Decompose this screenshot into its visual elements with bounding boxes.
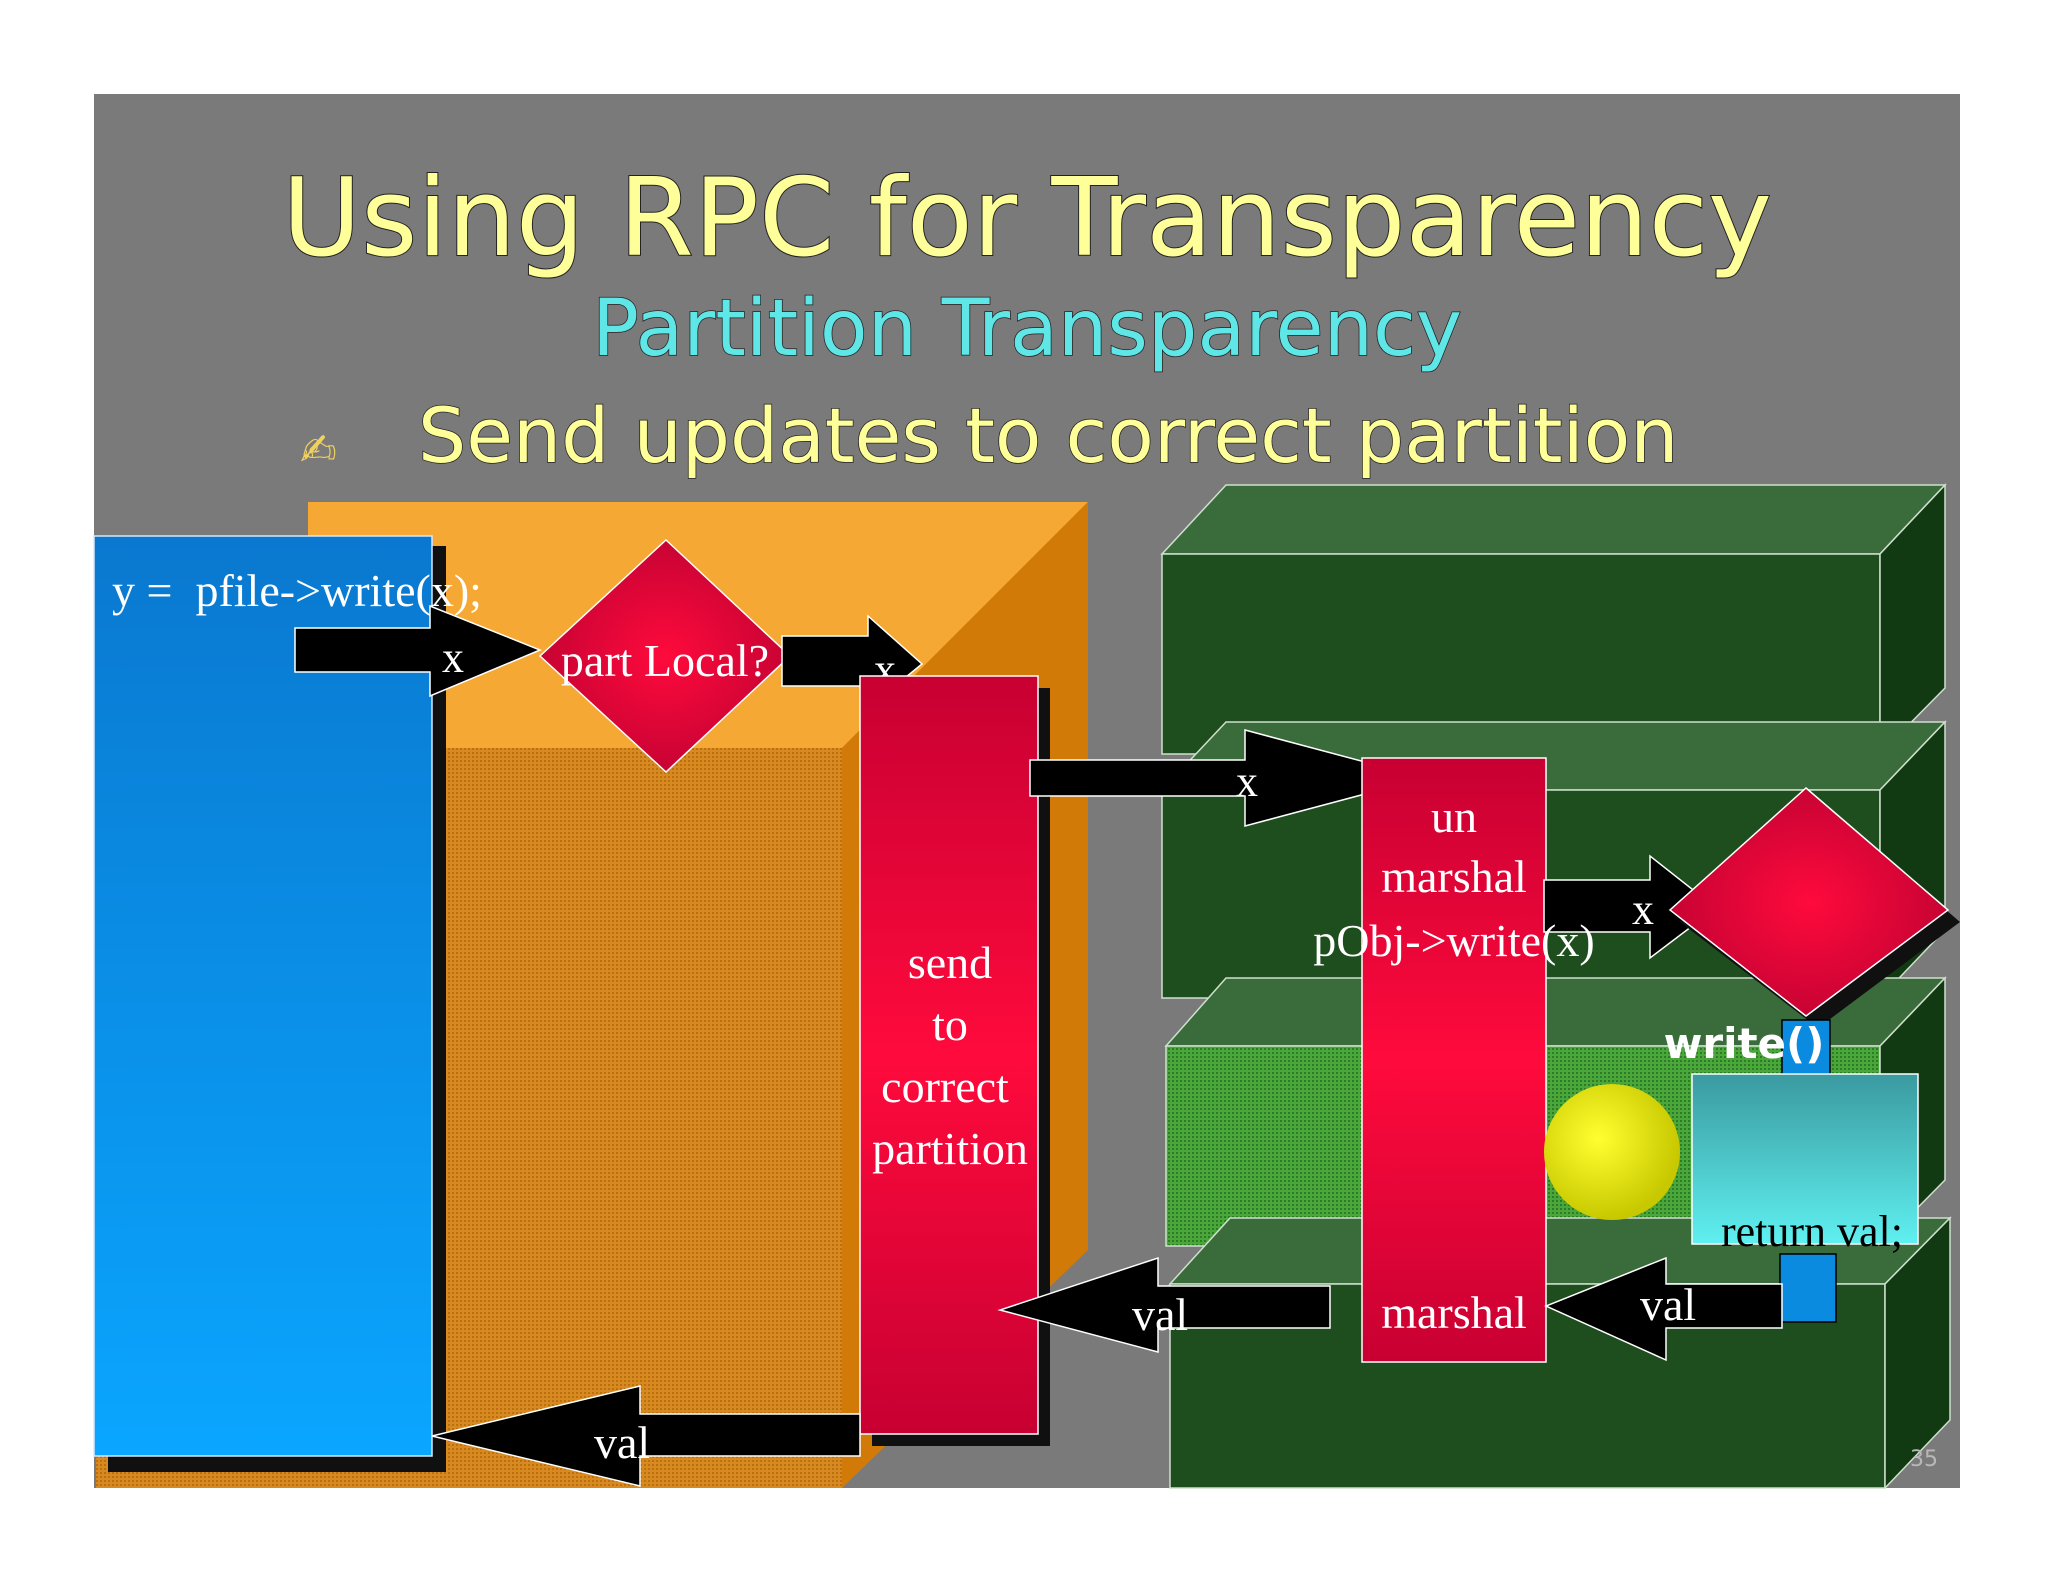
unmarshal-line-3: pObj->write(x) xyxy=(1313,915,1594,966)
send-label-line-4: partition xyxy=(872,1123,1028,1174)
page-number: 35 xyxy=(1910,1447,1938,1472)
method-box xyxy=(1691,1073,1919,1245)
send-column xyxy=(859,675,1039,1435)
bullet-text: Send updates to correct partition xyxy=(418,391,1678,480)
send-label-line-3: correct xyxy=(881,1061,1009,1112)
writing-hand-icon: ✍ xyxy=(300,425,337,476)
arrow-val-3-label: val xyxy=(594,1417,650,1468)
object-ball xyxy=(1544,1084,1680,1220)
arrow-x-3: x xyxy=(1029,729,1428,827)
arrow-x-1-label: x xyxy=(442,633,464,682)
arrow-x-4-label: x xyxy=(1632,885,1654,934)
return-connector xyxy=(1779,1253,1837,1323)
arrow-val-3: val xyxy=(431,1385,861,1487)
write-label: write() xyxy=(1664,1019,1825,1068)
arrow-x-4: x xyxy=(1543,854,1718,960)
code-line: y = pfile->write(x); xyxy=(112,565,482,616)
slide-title: Using RPC for Transparency xyxy=(282,156,1772,281)
server-diamond xyxy=(1668,787,1950,1017)
client-panel xyxy=(93,535,433,1457)
server-stub-column xyxy=(1361,757,1547,1363)
send-label-line-1: send xyxy=(908,937,992,988)
arrow-val-2-label: val xyxy=(1132,1289,1188,1340)
arrow-val-2: val xyxy=(997,1256,1331,1353)
unmarshal-line-1: un xyxy=(1431,791,1477,842)
decision-label: part Local? xyxy=(561,635,769,686)
arrow-x-1: x xyxy=(294,604,542,698)
send-label-line-2: to xyxy=(932,999,968,1050)
decision-diamond xyxy=(538,538,792,774)
arrow-val-1-label: val xyxy=(1640,1279,1696,1330)
return-label: return val; xyxy=(1721,1207,1903,1256)
unmarshal-line-2: marshal xyxy=(1381,851,1527,902)
marshal-label: marshal xyxy=(1381,1287,1527,1338)
arrow-val-1: val xyxy=(1544,1256,1783,1362)
arrow-x-3-label: x xyxy=(1236,757,1258,806)
slide-subtitle: Partition Transparency xyxy=(592,284,1462,374)
